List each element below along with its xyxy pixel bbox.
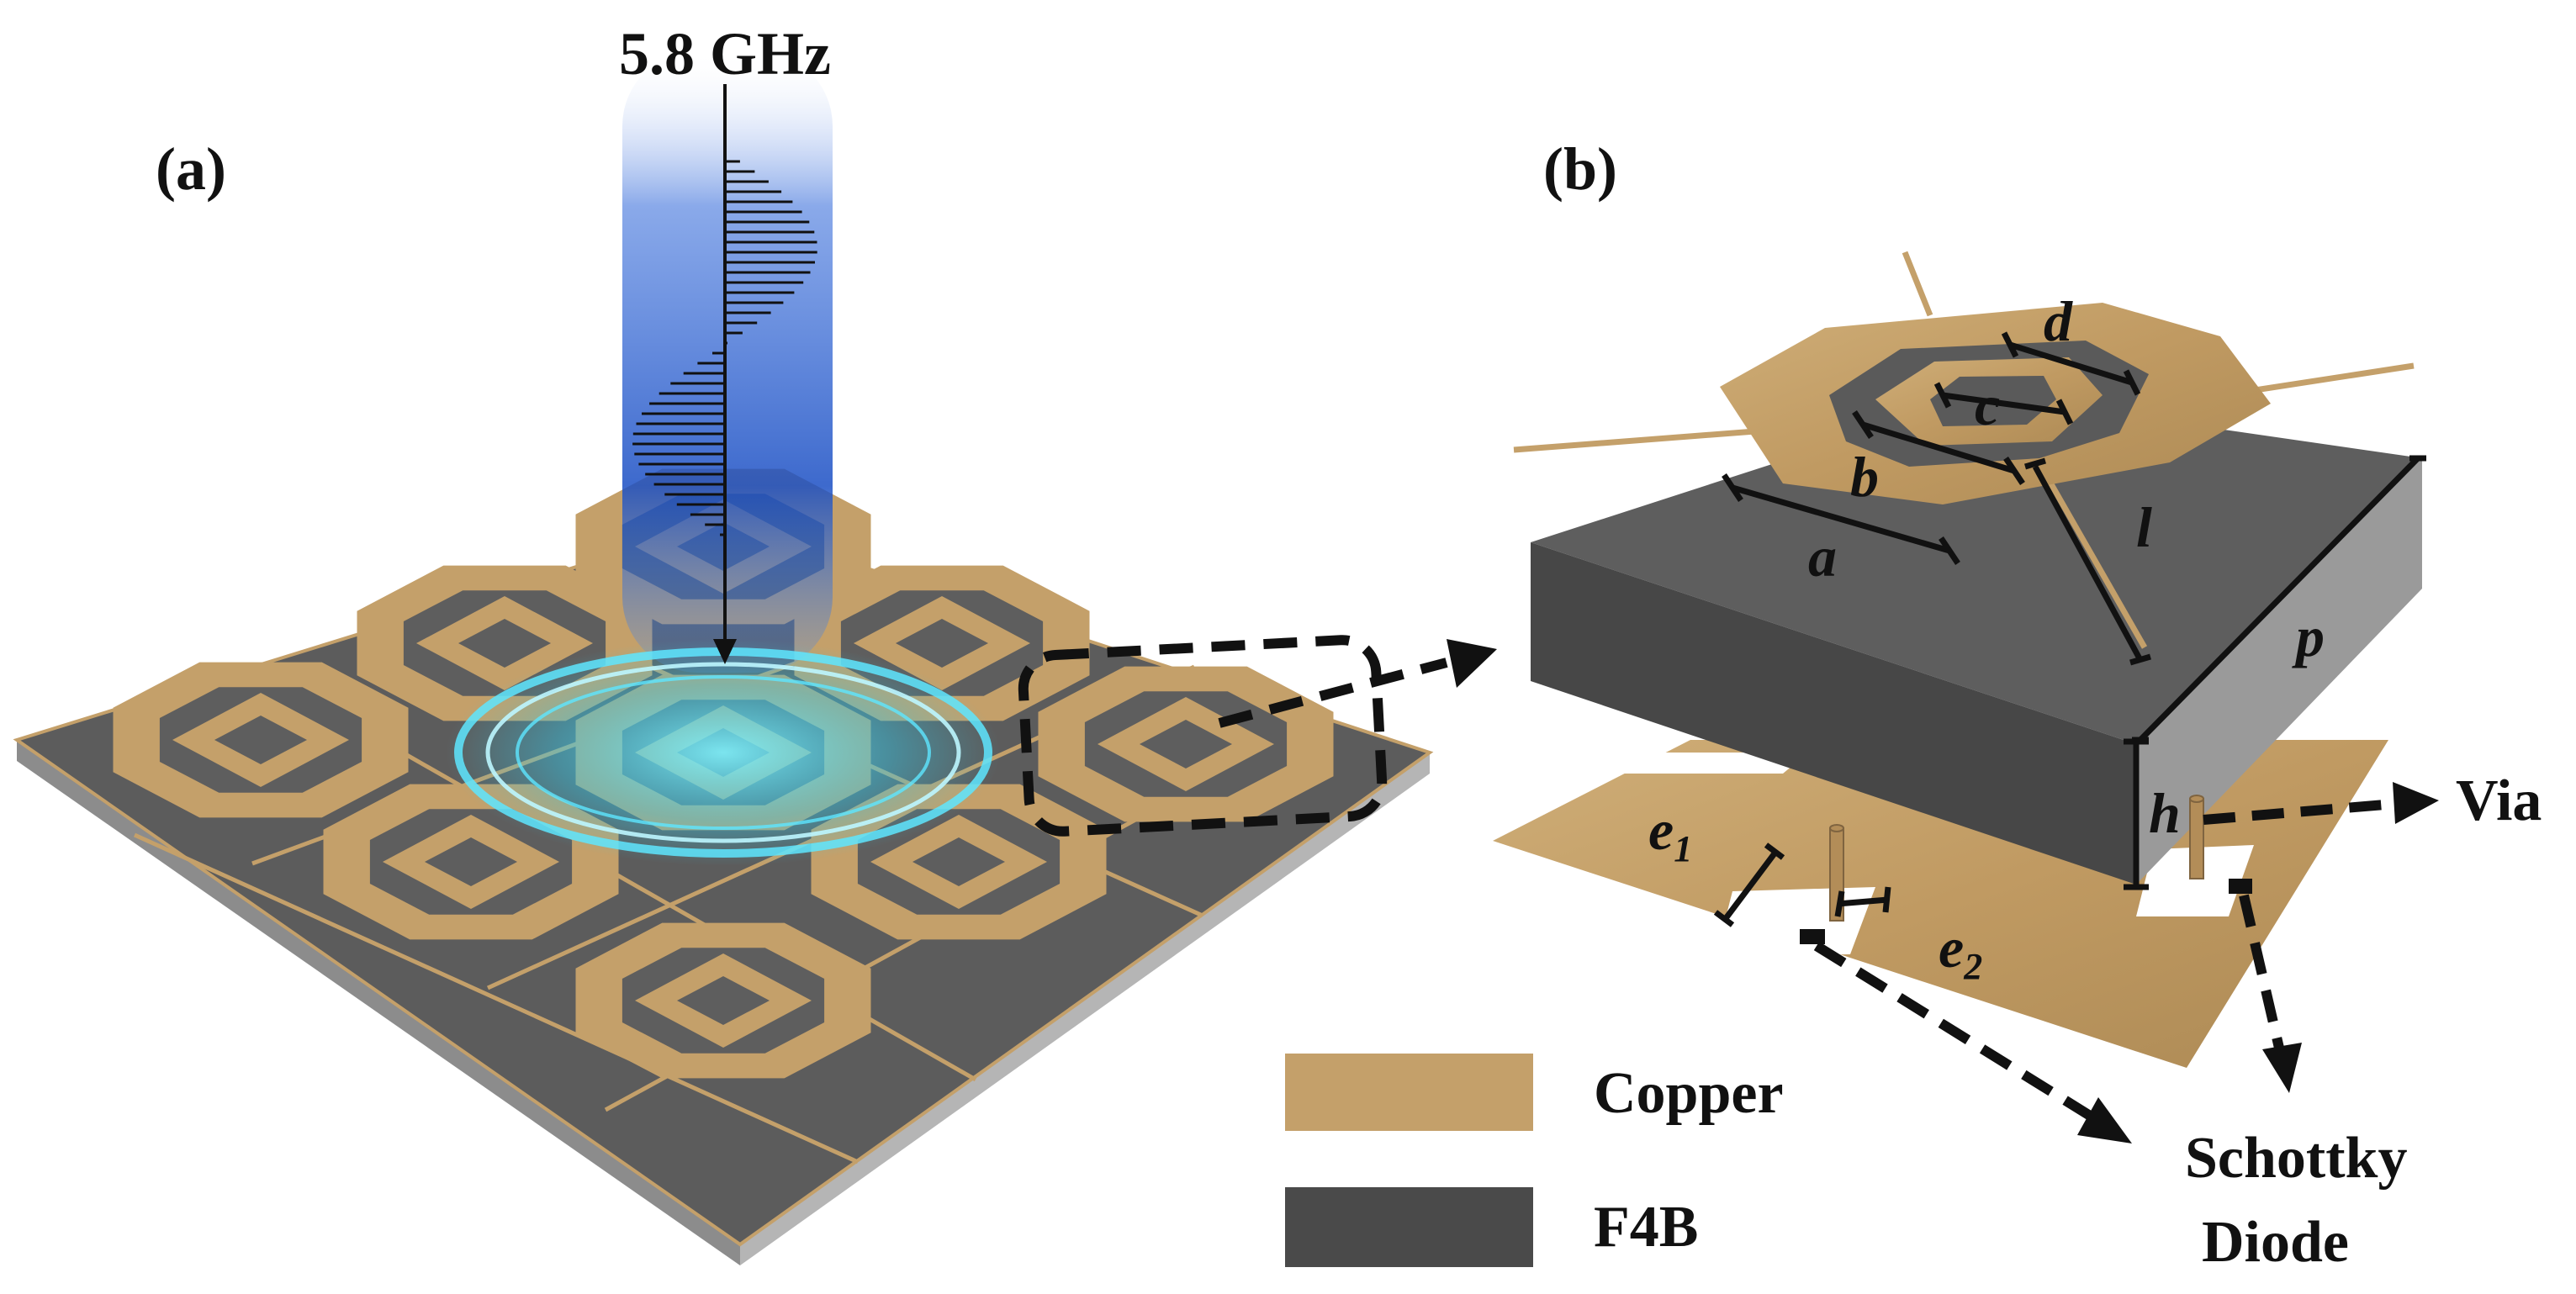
dim-b: b [1850,445,1879,509]
frequency-label: 5.8 GHz [619,20,831,87]
via-posts [1829,795,2204,922]
incident-beam [622,50,833,673]
unit-cell-ring [677,976,770,1025]
unit-cell-ring [458,619,551,668]
zoom-arrow [1218,639,1497,728]
diode-callout-arrow-2 [2239,894,2302,1093]
substrate-side [2136,458,2422,885]
dim-h: h [2149,781,2181,845]
unit-cell-ring [896,619,988,668]
board-side-right [740,753,1430,1265]
legend-swatch-copper [1285,1054,1533,1131]
unit-cell-ring [214,716,307,764]
diode-label-line2: Diode [2202,1210,2349,1275]
legend: Copper F4B [1285,1054,1784,1267]
selected-cell-highlight [1018,635,1388,837]
panel-b-label: (b) [1543,135,1617,203]
panel-b: (b) [1493,135,2542,1275]
board-side-left [17,740,740,1265]
dim-e1: e1 [1648,798,1692,869]
dim-p: p [2292,605,2325,668]
dim-d: d [2044,289,2073,353]
panel-a-label: (a) [156,135,226,203]
ground-slot [2136,845,2254,916]
panel-a: (a) 5.8 GHz [13,20,1434,1265]
substrate-front [1531,542,2136,885]
legend-label-f4b: F4B [1594,1195,1698,1260]
dim-a: a [1808,525,1837,589]
legend-swatch-f4b [1285,1187,1533,1267]
via-callout-arrow [2203,782,2439,825]
resonance-rings [446,639,1001,866]
dim-l: l [2136,495,2152,559]
unit-cell-ring [1140,720,1232,768]
substrate-top [1531,395,2422,744]
diode-callout-arrow-1 [1813,941,2132,1143]
dim-c: c [1975,373,2000,437]
dimension-lines [1713,331,2426,927]
via-label: Via [2456,768,2542,833]
dim-e2: e2 [1939,916,1982,987]
unit-cell-ring [912,837,1005,886]
diode-label-line1: Schottky [2185,1126,2407,1191]
unit-cell-ring [425,837,517,886]
wave-signal-icon [632,84,817,664]
legend-label-copper: Copper [1594,1061,1784,1126]
schottky-diodes [1800,879,2252,944]
